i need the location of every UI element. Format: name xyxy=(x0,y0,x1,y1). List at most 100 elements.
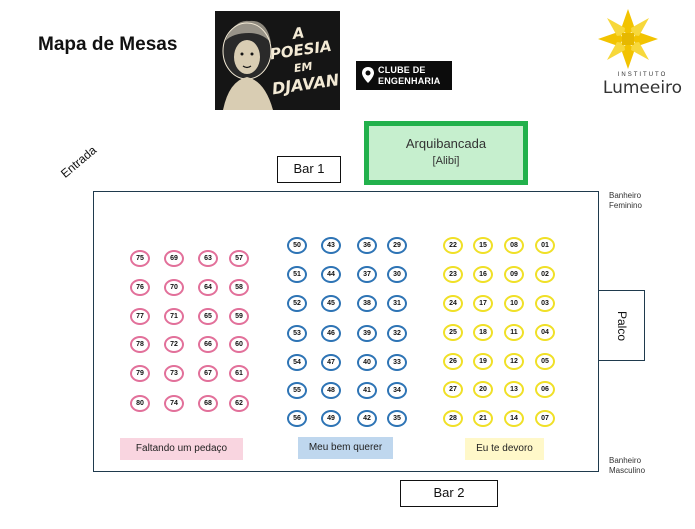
bar-2: Bar 2 xyxy=(400,480,498,507)
location-pin-icon xyxy=(362,67,374,83)
mesa-21: 21 xyxy=(473,410,493,427)
mesa-11: 11 xyxy=(504,324,524,341)
mesa-64: 64 xyxy=(198,279,218,296)
mesa-58: 58 xyxy=(229,279,249,296)
mesa-23: 23 xyxy=(443,266,463,283)
mesa-16: 16 xyxy=(473,266,493,283)
mesa-14: 14 xyxy=(504,410,524,427)
mesa-61: 61 xyxy=(229,365,249,382)
mesa-54: 54 xyxy=(287,354,307,371)
palco-area: Palco xyxy=(598,290,645,361)
mesa-13: 13 xyxy=(504,381,524,398)
mesa-18: 18 xyxy=(473,324,493,341)
mesa-47: 47 xyxy=(321,354,341,371)
mesa-46: 46 xyxy=(321,325,341,342)
arquibancada-label: Arquibancada xyxy=(405,136,487,151)
mesa-36: 36 xyxy=(357,237,377,254)
mesa-33: 33 xyxy=(387,354,407,371)
mesa-19: 19 xyxy=(473,353,493,370)
mesa-68: 68 xyxy=(198,395,218,412)
lumeeiro-logo: INSTITUTO Lumeeiro xyxy=(595,4,690,98)
mesa-50: 50 xyxy=(287,237,307,254)
mesa-01: 01 xyxy=(535,237,555,254)
legend-faltando-um-pedaco: Faltando um pedaço xyxy=(120,438,243,460)
mesa-73: 73 xyxy=(164,365,184,382)
mesa-27: 27 xyxy=(443,381,463,398)
mesa-45: 45 xyxy=(321,295,341,312)
mesa-03: 03 xyxy=(535,295,555,312)
mesa-67: 67 xyxy=(198,365,218,382)
legend-eu-te-devoro: Eu te devoro xyxy=(465,438,544,460)
legend-meu-bem-querer: Meu bem querer xyxy=(298,437,393,459)
mesa-38: 38 xyxy=(357,295,377,312)
mesa-65: 65 xyxy=(198,308,218,325)
lumeeiro-subtitle: INSTITUTO xyxy=(617,72,668,78)
mesa-80: 80 xyxy=(130,395,150,412)
mesa-30: 30 xyxy=(387,266,407,283)
mesa-05: 05 xyxy=(535,353,555,370)
mesa-76: 76 xyxy=(130,279,150,296)
mesa-35: 35 xyxy=(387,410,407,427)
djavan-portrait-icon xyxy=(222,20,273,110)
arquibancada-sub: [Alibi] xyxy=(432,155,460,167)
clube-line1: CLUBE DE xyxy=(378,65,426,75)
mesa-09: 09 xyxy=(504,266,524,283)
mesa-48: 48 xyxy=(321,382,341,399)
clube-engenharia-logo: CLUBE DE ENGENHARIA xyxy=(356,61,452,90)
mesa-59: 59 xyxy=(229,308,249,325)
mesa-51: 51 xyxy=(287,266,307,283)
mesa-25: 25 xyxy=(443,324,463,341)
mesa-40: 40 xyxy=(357,354,377,371)
mesa-69: 69 xyxy=(164,250,184,267)
mesa-42: 42 xyxy=(357,410,377,427)
palco-label: Palco xyxy=(614,310,629,341)
mesa-04: 04 xyxy=(535,324,555,341)
mesa-72: 72 xyxy=(164,336,184,353)
arquibancada-area: Arquibancada [Alibi] xyxy=(364,121,528,185)
mesa-15: 15 xyxy=(473,237,493,254)
mesa-07: 07 xyxy=(535,410,555,427)
mesa-02: 02 xyxy=(535,266,555,283)
mesa-08: 08 xyxy=(504,237,524,254)
mesa-56: 56 xyxy=(287,410,307,427)
mesa-79: 79 xyxy=(130,365,150,382)
mesa-22: 22 xyxy=(443,237,463,254)
clube-line2: ENGENHARIA xyxy=(378,76,441,86)
banheiro-feminino-line1: Banheiro xyxy=(609,191,642,200)
mesa-66: 66 xyxy=(198,336,218,353)
mesa-77: 77 xyxy=(130,308,150,325)
mesa-06: 06 xyxy=(535,381,555,398)
entrada-label: Entrada xyxy=(58,142,100,181)
mesa-17: 17 xyxy=(473,295,493,312)
mesa-78: 78 xyxy=(130,336,150,353)
mesa-10: 10 xyxy=(504,295,524,312)
mesa-41: 41 xyxy=(357,382,377,399)
lumeeiro-flower-icon xyxy=(598,9,658,69)
mesa-20: 20 xyxy=(473,381,493,398)
banheiro-feminino-line2: Feminino xyxy=(609,201,642,210)
banheiro-masculino: Banheiro Masculino xyxy=(609,456,645,476)
banheiro-feminino: Banheiro Feminino xyxy=(609,191,642,211)
mesa-44: 44 xyxy=(321,266,341,283)
mesa-70: 70 xyxy=(164,279,184,296)
mesa-31: 31 xyxy=(387,295,407,312)
mesa-53: 53 xyxy=(287,325,307,342)
bar-1: Bar 1 xyxy=(277,156,341,183)
mesa-62: 62 xyxy=(229,395,249,412)
mesa-28: 28 xyxy=(443,410,463,427)
mesa-39: 39 xyxy=(357,325,377,342)
banheiro-masculino-line1: Banheiro xyxy=(609,456,642,465)
mesa-74: 74 xyxy=(164,395,184,412)
mesa-63: 63 xyxy=(198,250,218,267)
mesa-60: 60 xyxy=(229,336,249,353)
page-title: Mapa de Mesas xyxy=(38,34,178,55)
lumeeiro-name: Lumeeiro xyxy=(602,78,683,98)
mesa-12: 12 xyxy=(504,353,524,370)
mesa-37: 37 xyxy=(357,266,377,283)
mesa-49: 49 xyxy=(321,410,341,427)
banheiro-masculino-line2: Masculino xyxy=(609,466,646,475)
mesa-34: 34 xyxy=(387,382,407,399)
mesa-26: 26 xyxy=(443,353,463,370)
poesia-djavan-logo: A POESIA EM DJAVAN xyxy=(215,11,340,110)
mesa-71: 71 xyxy=(164,308,184,325)
